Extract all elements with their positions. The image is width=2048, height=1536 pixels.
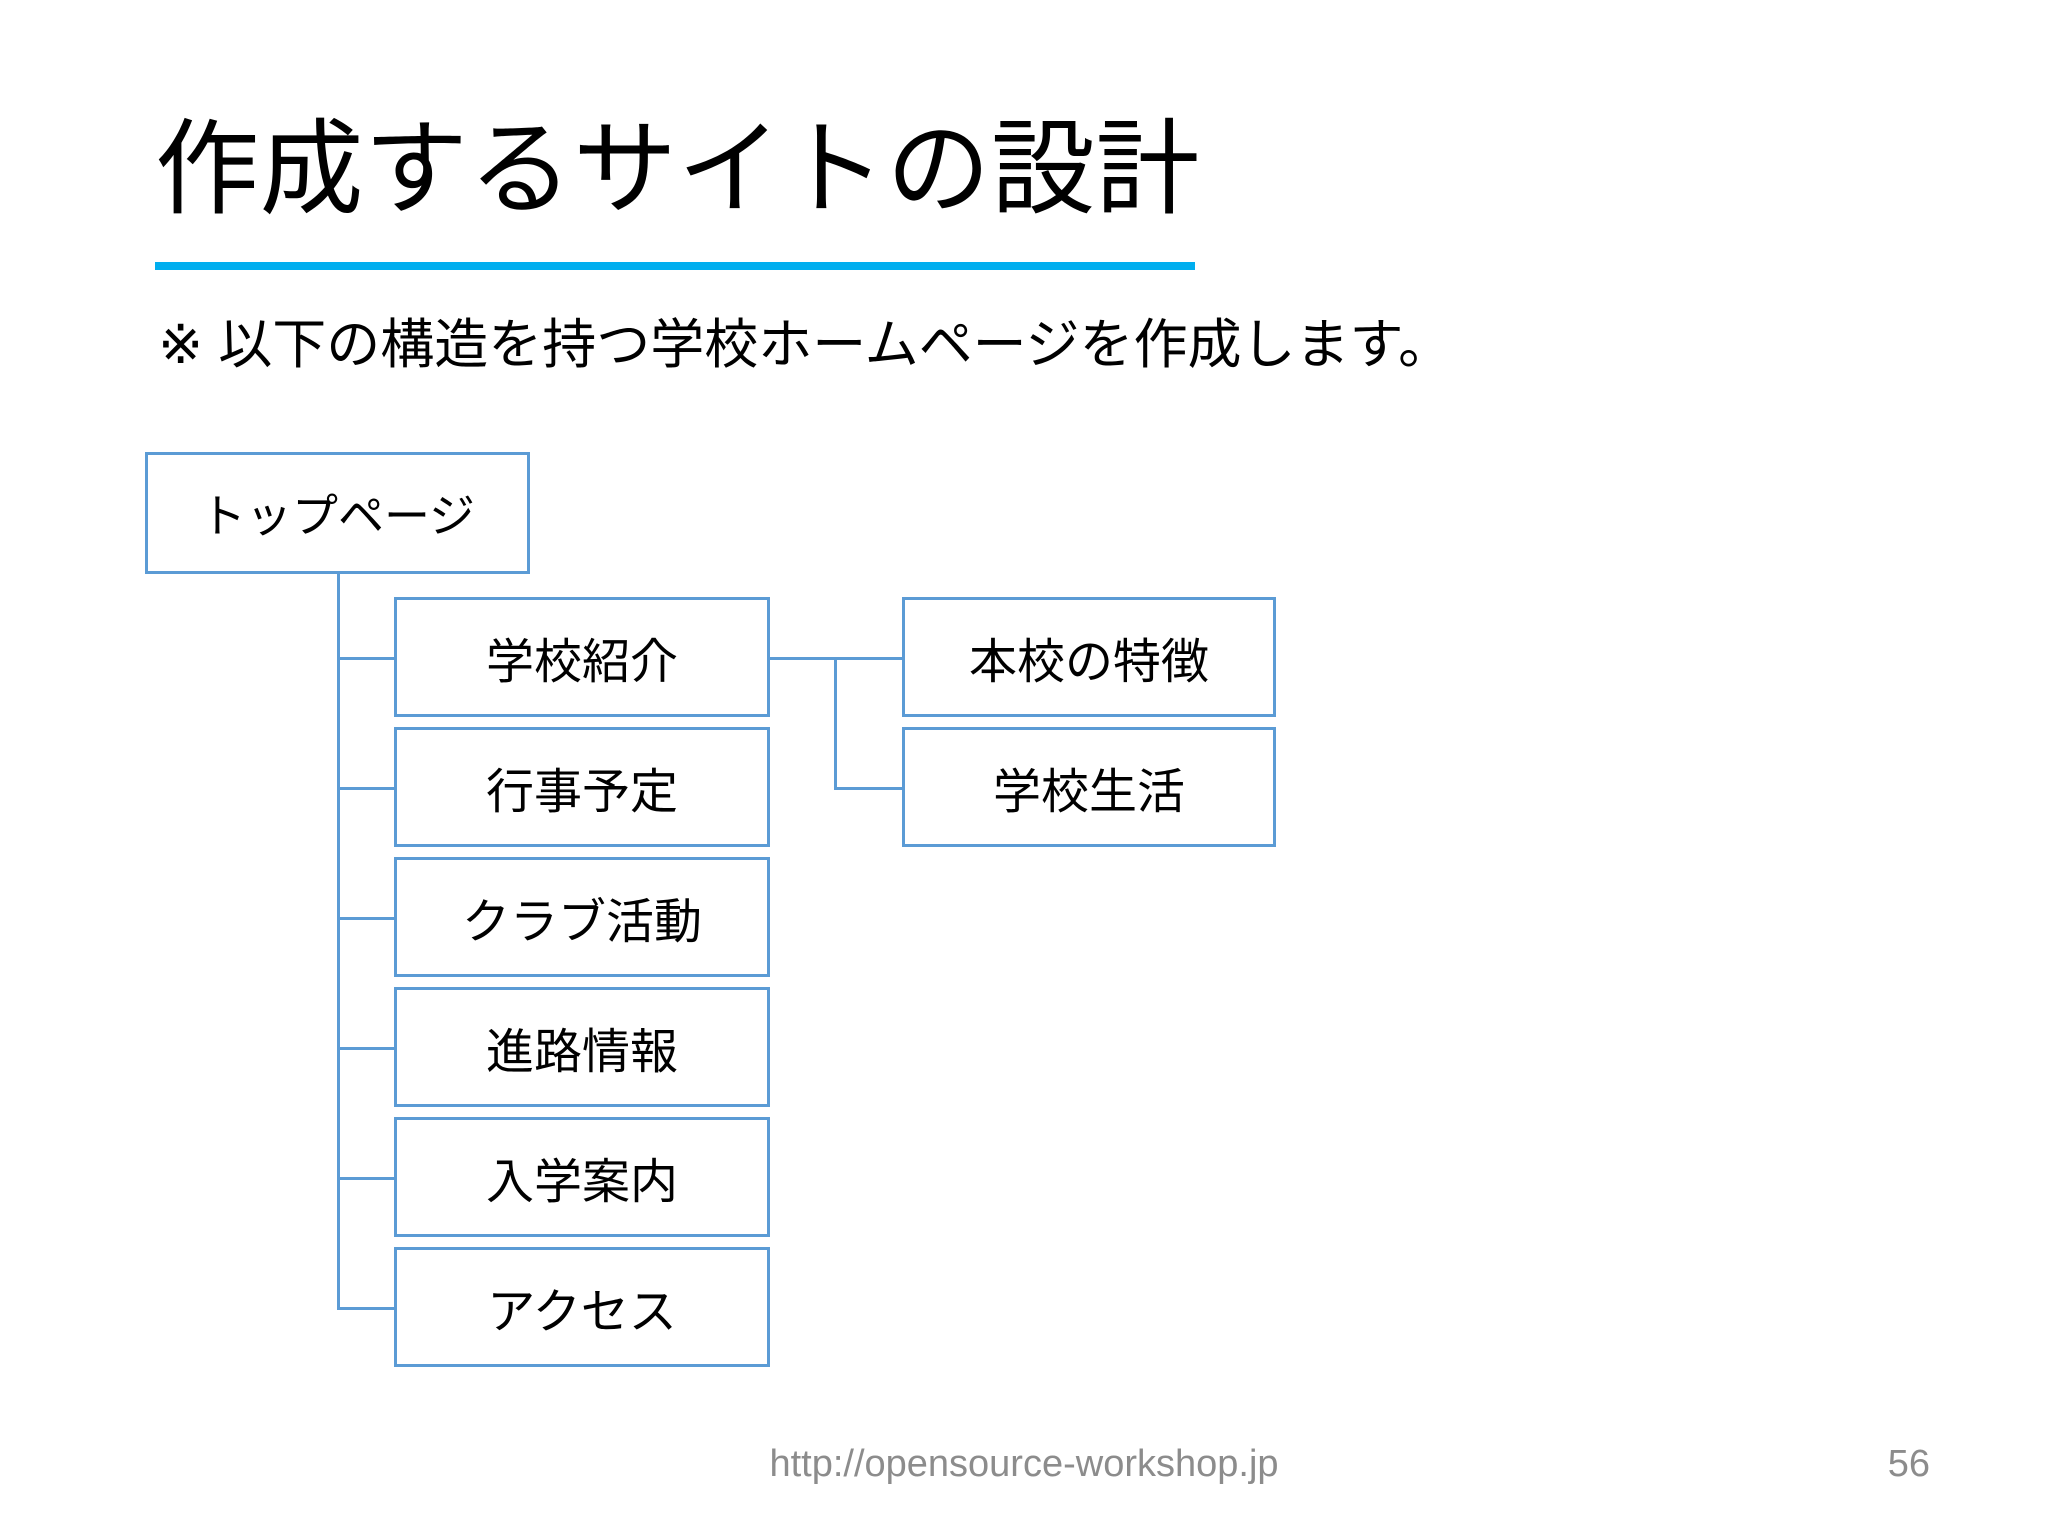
diagram-node-admission-guide[interactable]: 入学案内: [394, 1117, 770, 1237]
diagram-node-school-life[interactable]: 学校生活: [902, 727, 1276, 847]
title-underline-rule: [155, 262, 1195, 270]
connector-stub-admission-guide: [337, 1177, 394, 1180]
diagram-node-top-page[interactable]: トップページ: [145, 452, 530, 574]
subtitle-note: ※ 以下の構造を持つ学校ホームページを作成します。: [158, 315, 1453, 375]
title-block: 作成するサイトの設計: [155, 112, 1215, 270]
diagram-node-club-activity[interactable]: クラブ活動: [394, 857, 770, 977]
connector-branch-from-school-intro: [770, 657, 837, 660]
connector-stub-access: [337, 1307, 394, 1310]
connector-stub-career-info: [337, 1047, 394, 1050]
connector-stub-school-feature: [834, 657, 902, 660]
connector-stub-school-intro: [337, 657, 394, 660]
connector-stub-club-activity: [337, 917, 394, 920]
page-number: 56: [1887, 1443, 1930, 1485]
connector-stub-event-schedule: [337, 787, 394, 790]
connector-trunk-vertical: [337, 574, 340, 1310]
diagram-node-event-schedule[interactable]: 行事予定: [394, 727, 770, 847]
page-title: 作成するサイトの設計: [155, 112, 1201, 228]
connector-stub-school-life: [834, 787, 902, 790]
diagram-node-career-info[interactable]: 進路情報: [394, 987, 770, 1107]
diagram-node-school-intro[interactable]: 学校紹介: [394, 597, 770, 717]
diagram-node-school-feature[interactable]: 本校の特徴: [902, 597, 1276, 717]
footer-url: http://opensource-workshop.jp: [769, 1443, 1279, 1485]
diagram-node-access[interactable]: アクセス: [394, 1247, 770, 1367]
connector-subtrunk-vertical: [834, 657, 837, 787]
